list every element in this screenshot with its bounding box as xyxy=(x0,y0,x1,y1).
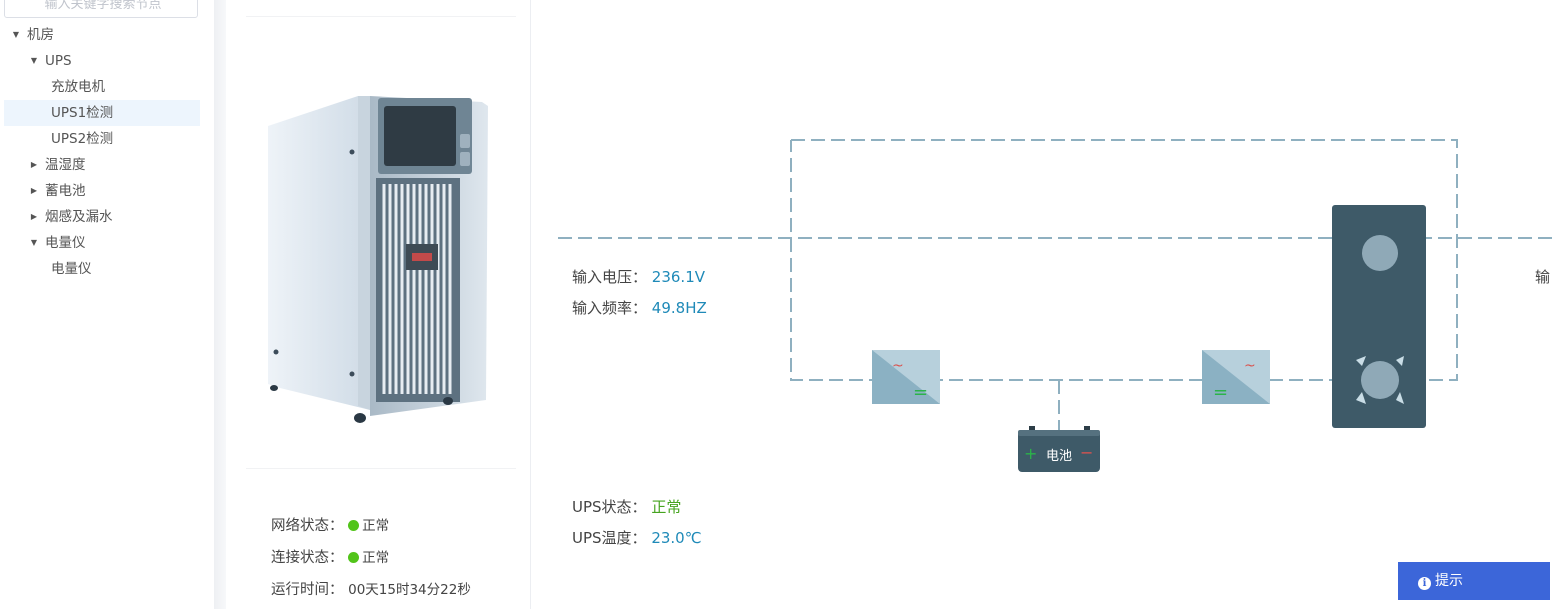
network-status: 网络状态： 正常 xyxy=(271,514,389,535)
sidebar-divider xyxy=(214,0,226,609)
tree-node-ups[interactable]: ▼ UPS xyxy=(4,48,200,74)
input-voltage-label: 输入电压： xyxy=(572,268,648,286)
search-box xyxy=(4,0,201,19)
tree-node-ups1-detect[interactable]: UPS1检测 xyxy=(4,100,200,126)
flow-diagram-card: ~ = ~ = + − xyxy=(532,0,1554,609)
ups-cabinet-image xyxy=(268,96,488,423)
main-panel: 网络状态： 正常 连接状态： 正常 运行时间： 00天15时34分22秒 ~ xyxy=(226,0,1554,609)
hint-button[interactable]: i 提示 xyxy=(1398,562,1550,600)
ups-status-label: UPS状态： xyxy=(572,498,647,516)
power-flow-diagram: ~ = ~ = + − xyxy=(558,139,1554,472)
tree-node-label: 电量仪 xyxy=(45,235,86,251)
caret-right-icon[interactable]: ▶ xyxy=(30,160,38,169)
svg-text:~: ~ xyxy=(892,358,904,374)
input-voltage: 输入电压： 236.1V xyxy=(572,266,705,287)
caret-right-icon[interactable]: ▶ xyxy=(30,186,38,195)
svg-text:=: = xyxy=(1213,382,1228,403)
status-dot-icon xyxy=(348,520,360,531)
caret-down-icon[interactable]: ▼ xyxy=(30,238,38,247)
status-dot-icon xyxy=(348,552,360,563)
svg-text:~: ~ xyxy=(1244,358,1256,374)
ups-status: UPS状态： 正常 xyxy=(572,496,681,517)
hint-button-label: 提示 xyxy=(1435,573,1463,589)
svg-text:=: = xyxy=(913,382,928,403)
svg-text:−: − xyxy=(1080,443,1093,462)
tree-node-power-meter[interactable]: 电量仪 xyxy=(4,256,200,282)
tree-node-smoke-leak[interactable]: ▶ 烟感及漏水 xyxy=(4,204,200,230)
tree-node-machine-room[interactable]: ▼ 机房 xyxy=(4,22,200,48)
network-status-value: 正常 xyxy=(362,518,390,534)
ups-temperature-value: 23.0℃ xyxy=(651,529,702,547)
caret-right-icon[interactable]: ▶ xyxy=(30,212,38,221)
ups-temperature: UPS温度： 23.0℃ xyxy=(572,527,702,548)
battery-icon: + − xyxy=(1018,426,1100,472)
input-voltage-value: 236.1V xyxy=(651,268,705,286)
tree-node-ups2-detect[interactable]: UPS2检测 xyxy=(4,126,200,152)
tree-node-label: 烟感及漏水 xyxy=(45,209,113,225)
connect-status-label: 连接状态： xyxy=(271,550,344,566)
tree-node-charger[interactable]: 充放电机 xyxy=(4,74,200,100)
sidebar: ▼ 机房 ▼ UPS 充放电机 UPS1检测 UPS2检测 ▶ 温湿度 ▶ 蓄电… xyxy=(0,0,214,609)
tree-node-label: 机房 xyxy=(27,27,54,43)
ups-temperature-label: UPS温度： xyxy=(572,529,647,547)
static-switch-icon xyxy=(1332,205,1426,428)
caret-down-icon[interactable]: ▼ xyxy=(30,56,38,65)
tree-node-battery[interactable]: ▶ 蓄电池 xyxy=(4,178,200,204)
rectifier-icon: ~ = xyxy=(872,350,940,404)
connect-status-value: 正常 xyxy=(362,550,390,566)
tree-node-label: UPS xyxy=(45,53,72,69)
tree-node-label: UPS1检测 xyxy=(51,105,114,121)
runtime-label: 运行时间： xyxy=(271,582,344,598)
runtime-value: 00天15时34分22秒 xyxy=(348,582,471,598)
input-frequency: 输入频率： 49.8HZ xyxy=(572,297,707,318)
caret-down-icon[interactable]: ▼ xyxy=(12,30,20,39)
connect-status: 连接状态： 正常 xyxy=(271,546,389,567)
runtime: 运行时间： 00天15时34分22秒 xyxy=(271,578,471,599)
device-card: 网络状态： 正常 连接状态： 正常 运行时间： 00天15时34分22秒 xyxy=(226,0,531,609)
tree-node-label: 电量仪 xyxy=(51,261,92,277)
info-icon: i xyxy=(1418,577,1431,590)
tree-node-label: UPS2检测 xyxy=(51,131,114,147)
search-input[interactable] xyxy=(5,0,201,19)
input-frequency-label: 输入频率： xyxy=(572,299,648,317)
input-frequency-value: 49.8HZ xyxy=(651,299,707,317)
network-status-label: 网络状态： xyxy=(271,518,344,534)
battery-label: 电池 xyxy=(1046,449,1073,464)
inverter-icon: ~ = xyxy=(1202,350,1270,404)
output-label-partial: 输 xyxy=(1535,266,1550,287)
divider xyxy=(246,468,516,469)
divider xyxy=(246,16,516,17)
tree-node-label: 充放电机 xyxy=(51,79,105,95)
svg-text:+: + xyxy=(1024,444,1037,463)
tree-node-label: 温湿度 xyxy=(45,157,86,173)
tree-node-power-meter-group[interactable]: ▼ 电量仪 xyxy=(4,230,200,256)
tree-node-label: 蓄电池 xyxy=(45,183,86,199)
ups-status-value: 正常 xyxy=(651,498,682,516)
tree-node-temp-humidity[interactable]: ▶ 温湿度 xyxy=(4,152,200,178)
output-label-text: 输 xyxy=(1535,268,1551,286)
